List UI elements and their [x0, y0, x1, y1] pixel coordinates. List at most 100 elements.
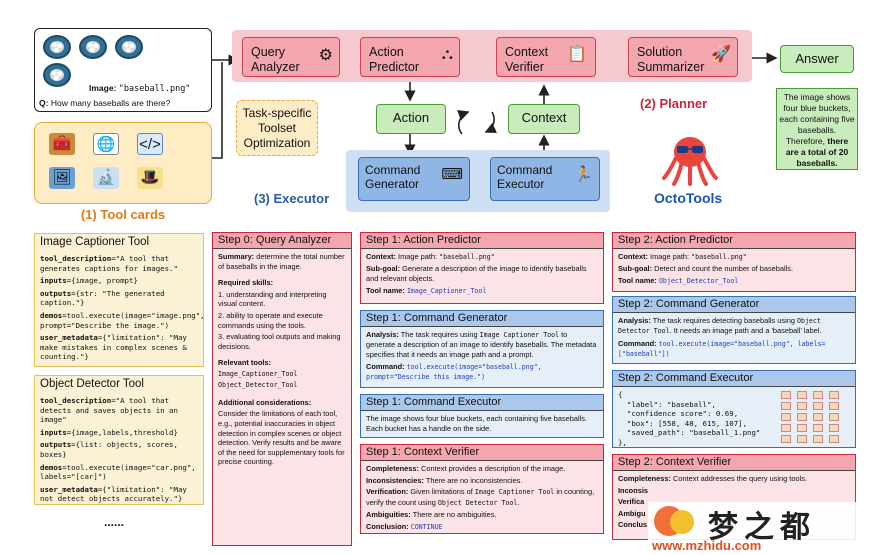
gears-icon: ⚙	[318, 47, 333, 64]
step2-action-predictor-card: Step 2: Action Predictor Context: Image …	[612, 232, 856, 292]
tool-card-line: outputs={str: "The generated caption."}	[40, 288, 165, 308]
baseball-crop-thumbnail	[829, 413, 839, 421]
card-title: Step 1: Action Predictor	[361, 233, 603, 249]
bucket-image	[115, 35, 143, 59]
planner-label: (2) Planner	[640, 96, 708, 111]
card-body: Completeness: Context provides a descrip…	[361, 461, 603, 533]
context-node: Context	[508, 104, 580, 134]
baseball-crop-thumbnail	[813, 424, 823, 432]
card-body: The image shows four blue buckets, each …	[361, 411, 603, 437]
watermark: 梦之都 www.mzhidu.com	[648, 502, 888, 554]
command-executor-node: Command Executor🏃	[490, 157, 600, 201]
baseball-crop-thumbnail	[829, 391, 839, 399]
card-title: Step 1: Command Generator	[361, 311, 603, 327]
baseball-crop-thumbnail	[813, 402, 823, 410]
image-icon: 🖼	[49, 167, 75, 189]
detected-baseball-crops	[781, 391, 851, 447]
baseball-crop-thumbnail	[813, 413, 823, 421]
action-predictor-node: Action Predictor⛬	[360, 37, 460, 77]
cycle-arrow-right	[484, 111, 498, 133]
answer-text: The image shows four blue buckets, each …	[776, 88, 858, 170]
tool-cards-box: 🧰 🌐 </> 🖼 🔬 🎩	[34, 122, 212, 204]
input-question: Q: How many baseballs are there?	[39, 98, 171, 108]
command-generator-node: Command Generator⌨	[358, 157, 470, 201]
terminal-icon: ⌨	[441, 166, 463, 183]
answer-node: Answer	[780, 45, 854, 73]
octotools-label: OctoTools	[654, 190, 723, 206]
tool-card-line: user_metadata={"limitation": "May not de…	[40, 484, 187, 504]
card-body: Analysis: The task requires detecting ba…	[613, 313, 855, 363]
network-icon: ⛬	[441, 46, 453, 63]
bucket-image	[79, 35, 107, 59]
checklist-icon: 📋	[567, 46, 587, 63]
query-analyzer-node: Query Analyzer⚙	[242, 37, 340, 77]
solution-summarizer-node: Solution Summarizer🚀	[628, 37, 738, 77]
toolset-optimization-node: Task-specific Toolset Optimization	[236, 100, 318, 156]
bucket-image	[43, 35, 71, 59]
tool-card-line: tool_description="A tool that detects an…	[40, 396, 178, 425]
step1-command-generator-card: Step 1: Command Generator Analysis: The …	[360, 310, 604, 388]
baseball-crop-thumbnail	[797, 413, 807, 421]
baseball-crop-thumbnail	[829, 424, 839, 432]
card-body: Summary: determine the total number of b…	[213, 249, 351, 545]
microscope-icon: 🔬	[93, 167, 119, 189]
cycle-arrow-left	[457, 110, 470, 135]
baseball-crop-thumbnail	[797, 424, 807, 432]
tool-card-line: demos=tool.execute(image="image.png", pr…	[40, 310, 204, 330]
magic-hat-icon: 🎩	[137, 167, 163, 189]
step2-command-generator-card: Step 2: Command Generator Analysis: The …	[612, 296, 856, 364]
baseball-crop-thumbnail	[781, 435, 791, 443]
tool-cards-label: (1) Tool cards	[80, 207, 166, 222]
baseball-crop-thumbnail	[797, 391, 807, 399]
card-body: Analysis: The task requires using Image …	[361, 327, 603, 387]
www-icon: 🌐	[93, 133, 119, 155]
tool-card-line: inputs={image, prompt}	[40, 276, 138, 286]
card-title: Step 2: Context Verifier	[613, 455, 855, 471]
tool-card-line: user_metadata={"limitation": "May make m…	[40, 333, 187, 362]
baseball-crop-thumbnail	[797, 402, 807, 410]
card-title: Step 2: Command Executor	[613, 371, 855, 387]
baseball-crop-thumbnail	[797, 435, 807, 443]
input-image-name: Image: "baseball.png"	[89, 83, 191, 94]
arrow-toolcards-to-planner	[212, 62, 223, 159]
card-title: Object Detector Tool	[35, 376, 203, 393]
step1-action-predictor-card: Step 1: Action Predictor Context: Image …	[360, 232, 604, 304]
card-title: Step 2: Command Generator	[613, 297, 855, 313]
baseball-crop-thumbnail	[829, 402, 839, 410]
watermark-url: www.mzhidu.com	[652, 538, 762, 553]
baseball-crop-thumbnail	[781, 391, 791, 399]
card-body: Context: Image path: "baseball.png" Sub-…	[361, 249, 603, 303]
card-body: tool_description="A tool that detects an…	[35, 393, 203, 504]
runner-icon: 🏃	[574, 166, 593, 183]
image-captioner-tool-card: Image Captioner Tool tool_description="A…	[34, 233, 204, 367]
baseball-crop-thumbnail	[781, 402, 791, 410]
rocket-icon: 🚀	[711, 46, 731, 63]
card-title: Step 1: Command Executor	[361, 395, 603, 411]
object-detector-tool-card: Object Detector Tool tool_description="A…	[34, 375, 204, 505]
tool-card-line: inputs={image,labels,threshold}	[40, 427, 178, 437]
card-title: Step 2: Action Predictor	[613, 233, 855, 249]
baseball-crop-thumbnail	[781, 413, 791, 421]
card-body: Context: Image path: "baseball.png" Sub-…	[613, 249, 855, 291]
baseball-crop-thumbnail	[829, 435, 839, 443]
watermark-text: 梦之都	[708, 511, 816, 544]
code-icon: </>	[137, 133, 163, 155]
card-title: Image Captioner Tool	[35, 234, 203, 251]
tool-card-line: demos=tool.execute(image="car.png", labe…	[40, 462, 196, 482]
card-title: Step 1: Context Verifier	[361, 445, 603, 461]
baseball-crop-thumbnail	[813, 435, 823, 443]
step0-query-analyzer-card: Step 0: Query Analyzer Summary: determin…	[212, 232, 352, 546]
baseball-crop-thumbnail	[813, 391, 823, 399]
step2-command-executor-card: Step 2: Command Executor { "label": "bas…	[612, 370, 856, 448]
tool-card-line: outputs={list: objects, scores, boxes}	[40, 440, 178, 459]
context-verifier-node: Context Verifier📋	[496, 37, 596, 77]
card-body: { "label": "baseball", "confidence score…	[613, 387, 855, 447]
input-image-query-box: Image: "baseball.png" Q: How many baseba…	[34, 28, 212, 112]
card-title: Step 0: Query Analyzer	[213, 233, 351, 249]
bucket-image	[43, 63, 71, 87]
step1-command-executor-card: Step 1: Command Executor The image shows…	[360, 394, 604, 438]
octotools-logo-icon	[662, 137, 718, 186]
action-node: Action	[376, 104, 446, 134]
card-body: tool_description="A tool that generates …	[35, 251, 204, 366]
step1-context-verifier-card: Step 1: Context Verifier Completeness: C…	[360, 444, 604, 534]
